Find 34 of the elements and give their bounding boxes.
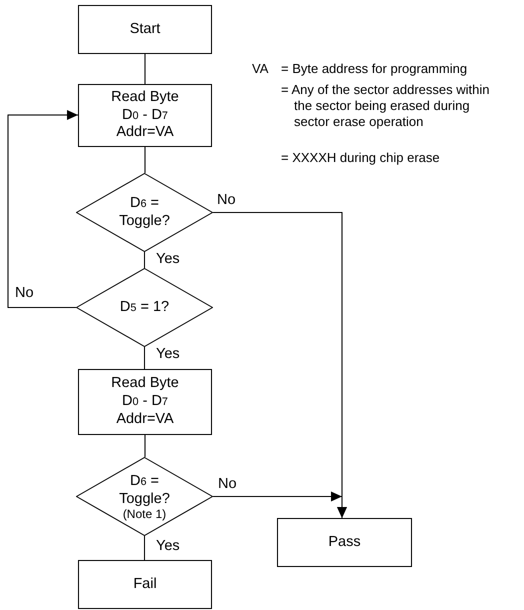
connector-line — [144, 146, 146, 174]
connector-line — [144, 346, 145, 370]
arrow — [212, 492, 347, 518]
note-text: = XXXXH during chip erase — [281, 150, 440, 166]
node-text: Pass — [328, 534, 361, 552]
process-box — [78, 84, 212, 147]
node-text: Addr=VA — [116, 124, 174, 142]
node-text: Read Byte — [111, 375, 179, 394]
node-text: Addr=VA — [116, 410, 174, 429]
connector-line — [144, 536, 145, 560]
process-box — [277, 518, 412, 567]
connector-line — [144, 252, 145, 268]
edge-label: No — [216, 193, 237, 208]
edge-label: No — [217, 477, 238, 492]
decision-diamond — [76, 173, 213, 252]
note-text: VA — [252, 61, 268, 77]
process-box — [78, 560, 212, 609]
edge-label: No — [14, 286, 35, 300]
start-box — [78, 5, 212, 54]
connector-line — [144, 54, 146, 84]
edge-label: Yes — [155, 539, 181, 554]
node-text: Start — [130, 20, 160, 38]
process-box — [78, 369, 212, 435]
edge-label: Yes — [155, 347, 181, 362]
decision-diamond — [76, 268, 213, 347]
node-text: Read Byte — [111, 88, 179, 107]
arrow — [8, 110, 78, 308]
node-text: Fail — [133, 576, 157, 594]
connector-line — [144, 434, 146, 458]
note-text: = Byte address for programming — [281, 61, 468, 77]
edge-label: Yes — [155, 252, 181, 266]
note-text: (Note 1) — [122, 508, 166, 520]
note-text: = Any of the sector addresses within the sector being erased during sector erase operation — [281, 82, 490, 130]
decision-diamond — [76, 457, 213, 536]
